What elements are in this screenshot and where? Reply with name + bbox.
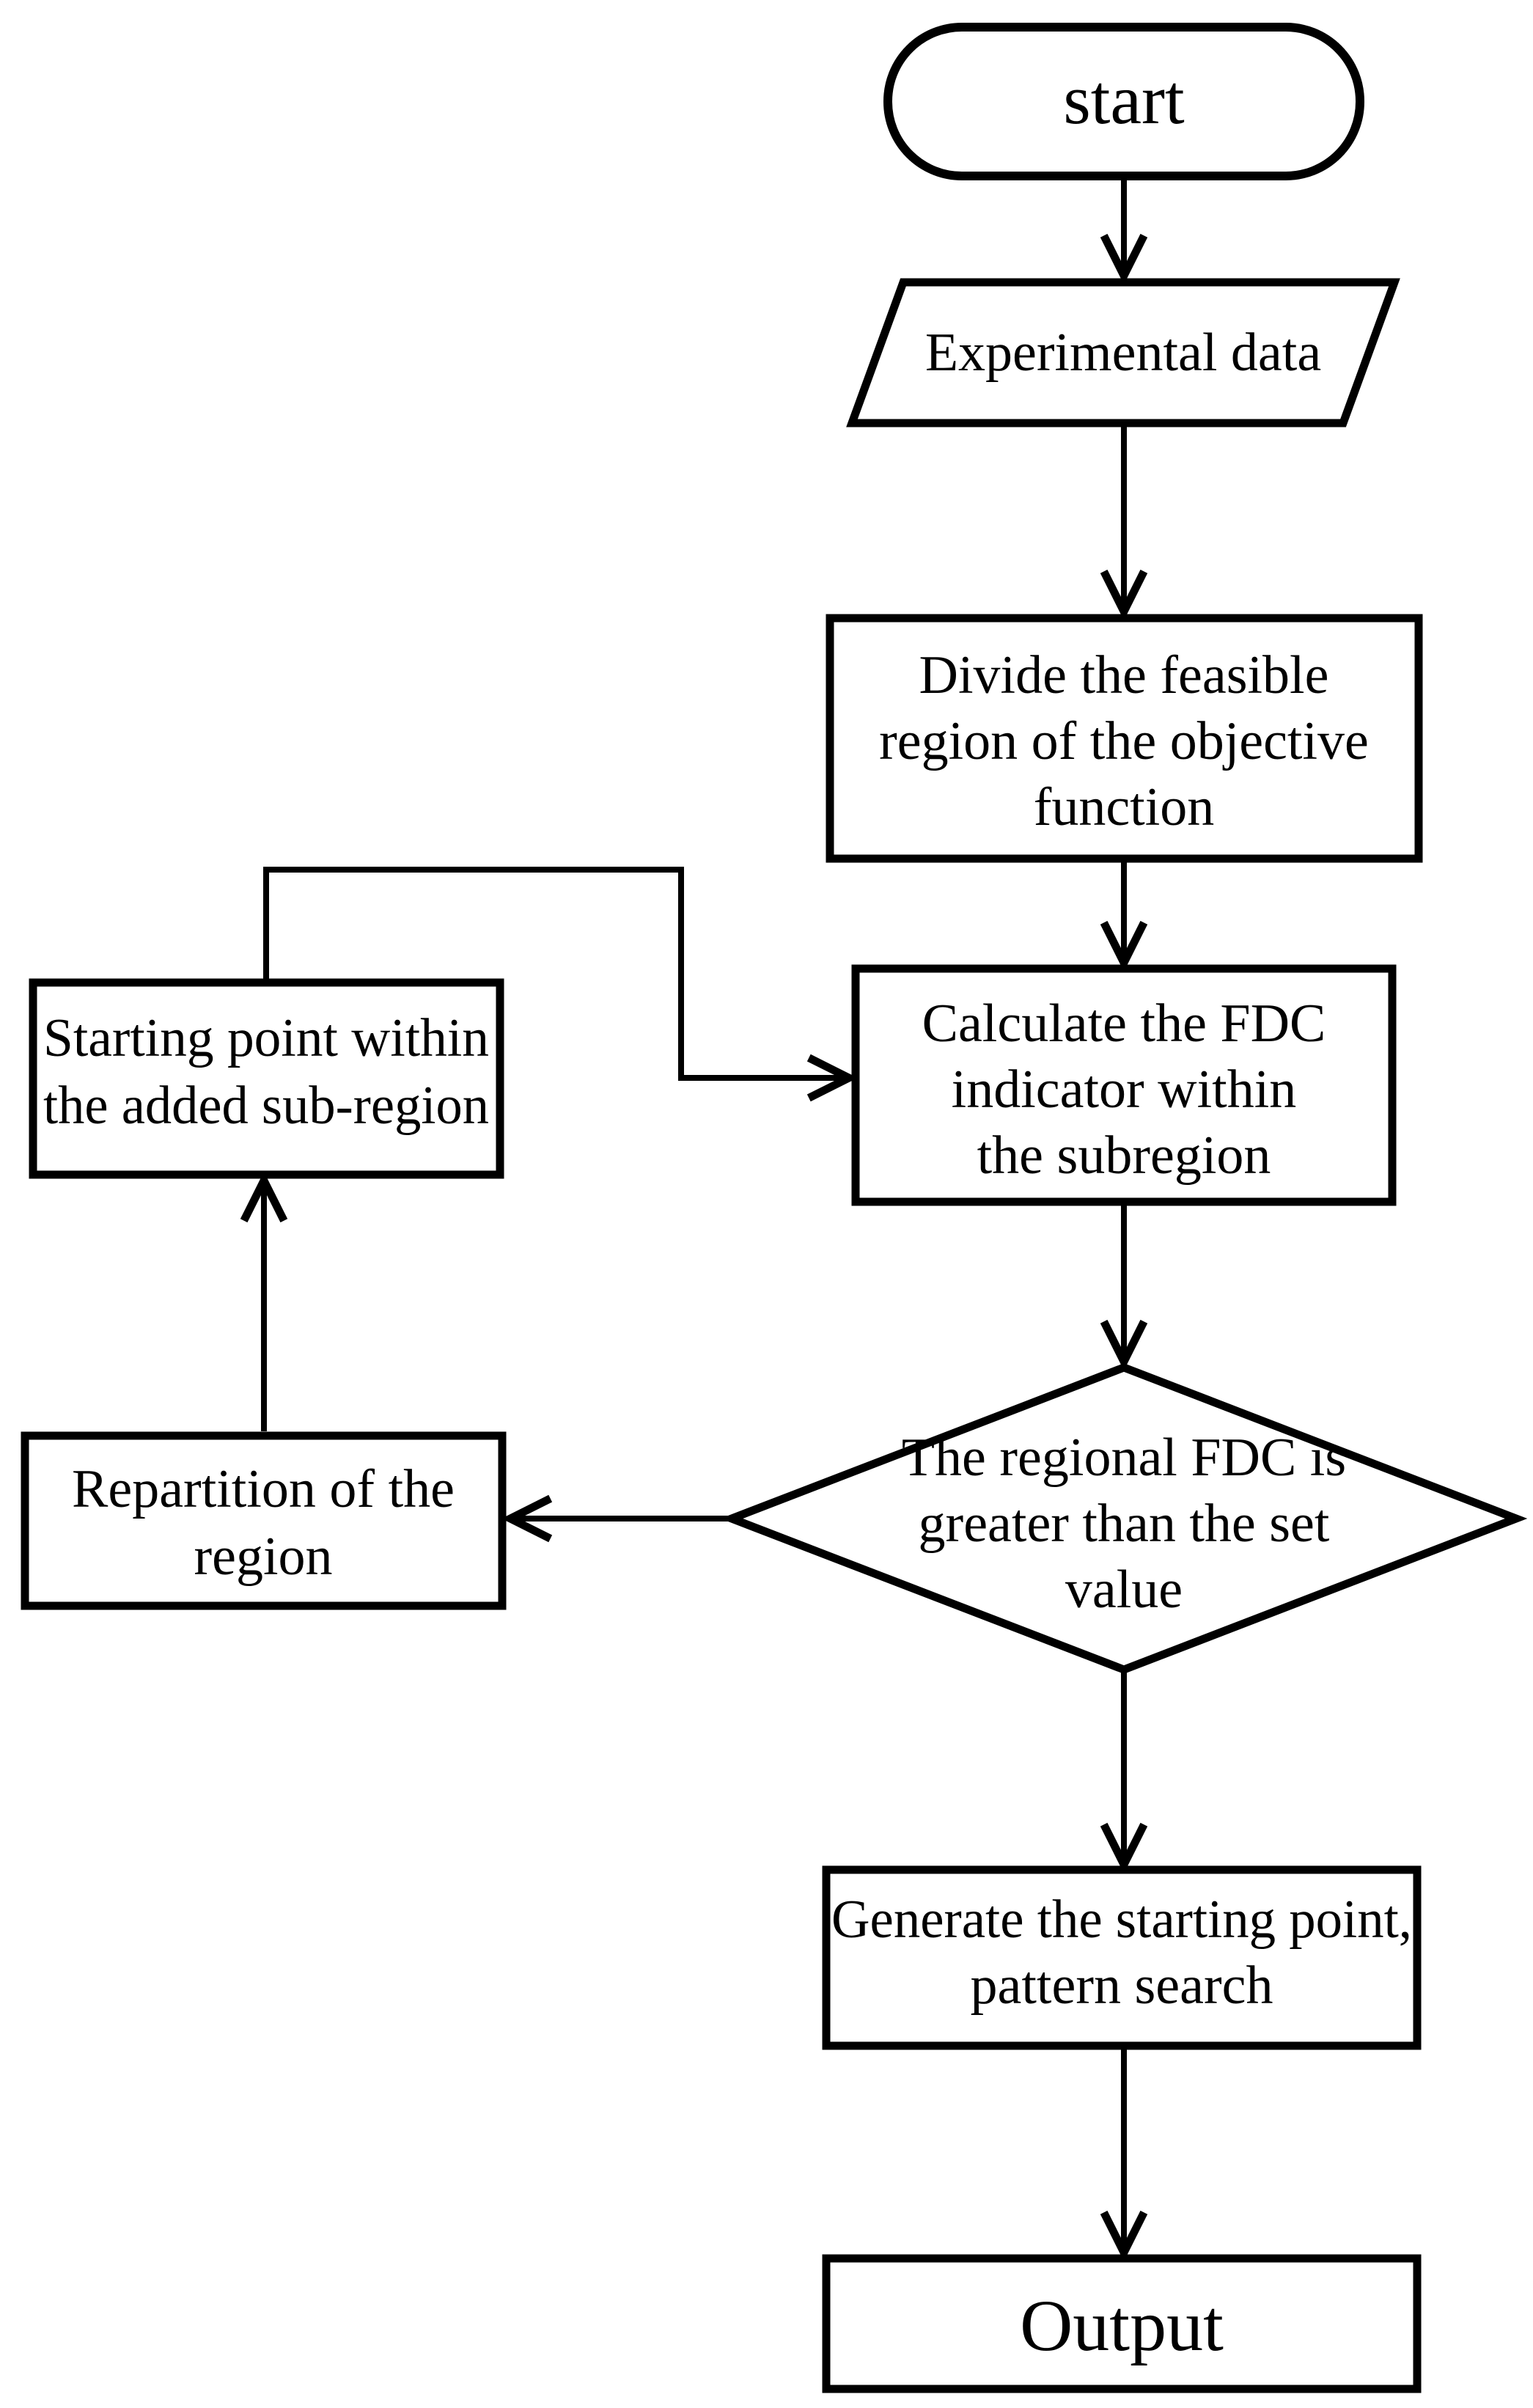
fdc-decision-diamond-shape — [720, 1363, 1528, 1674]
start-terminator-shape — [883, 23, 1364, 180]
fdc-decision-line3: value — [1065, 1560, 1183, 1620]
start-label: start — [1063, 60, 1185, 139]
divide-region-line2: region of the objective — [879, 711, 1369, 771]
node-generate-start-point: Generate the starting point, pattern sea… — [822, 1865, 1422, 2050]
divide-region-line3: function — [1034, 777, 1215, 837]
output-label: Output — [1020, 2285, 1224, 2366]
divide-region-process-shape — [826, 614, 1423, 863]
fdc-decision-line1: The regional FDC is — [902, 1428, 1346, 1488]
node-starting-point: Starting point within the added sub-regi… — [29, 978, 504, 1179]
starting-point-line1: Starting point within — [43, 1008, 489, 1068]
node-output: Output — [822, 2254, 1422, 2393]
arrow-starting-point-to-calculate — [263, 867, 849, 1078]
calculate-fdc-line1: Calculate the FDC — [922, 994, 1326, 1054]
calculate-fdc-line3: the subregion — [977, 1126, 1271, 1186]
repartition-process-shape — [21, 1431, 507, 1610]
output-process-shape — [822, 2254, 1422, 2393]
node-repartition: Repartition of the region — [21, 1431, 507, 1610]
generate-start-point-process-shape — [822, 1865, 1422, 2050]
node-calculate-fdc: Calculate the FDC indicator within the s… — [851, 964, 1397, 1206]
divide-region-line1: Divide the feasible — [919, 645, 1329, 705]
calculate-fdc-line2: indicator within — [952, 1060, 1297, 1120]
experimental-data-io-shape — [846, 278, 1400, 427]
calculate-fdc-process-shape — [851, 964, 1397, 1206]
generate-start-point-line1: Generate the starting point, — [831, 1890, 1412, 1950]
repartition-line1: Repartition of the — [72, 1459, 455, 1519]
fdc-decision-line2: greater than the set — [919, 1494, 1330, 1554]
starting-point-process-shape — [29, 978, 504, 1179]
node-start: start — [883, 23, 1364, 180]
node-fdc-decision: The regional FDC is greater than the set… — [720, 1363, 1528, 1674]
node-divide-region: Divide the feasible region of the object… — [826, 614, 1423, 863]
repartition-line2: region — [194, 1527, 332, 1587]
node-experimental-data: Experimental data — [846, 278, 1400, 427]
generate-start-point-line2: pattern search — [971, 1956, 1273, 2016]
flow-arrows — [264, 177, 1124, 2253]
experimental-data-label: Experimental data — [925, 323, 1321, 383]
starting-point-line2: the added sub-region — [43, 1076, 489, 1136]
